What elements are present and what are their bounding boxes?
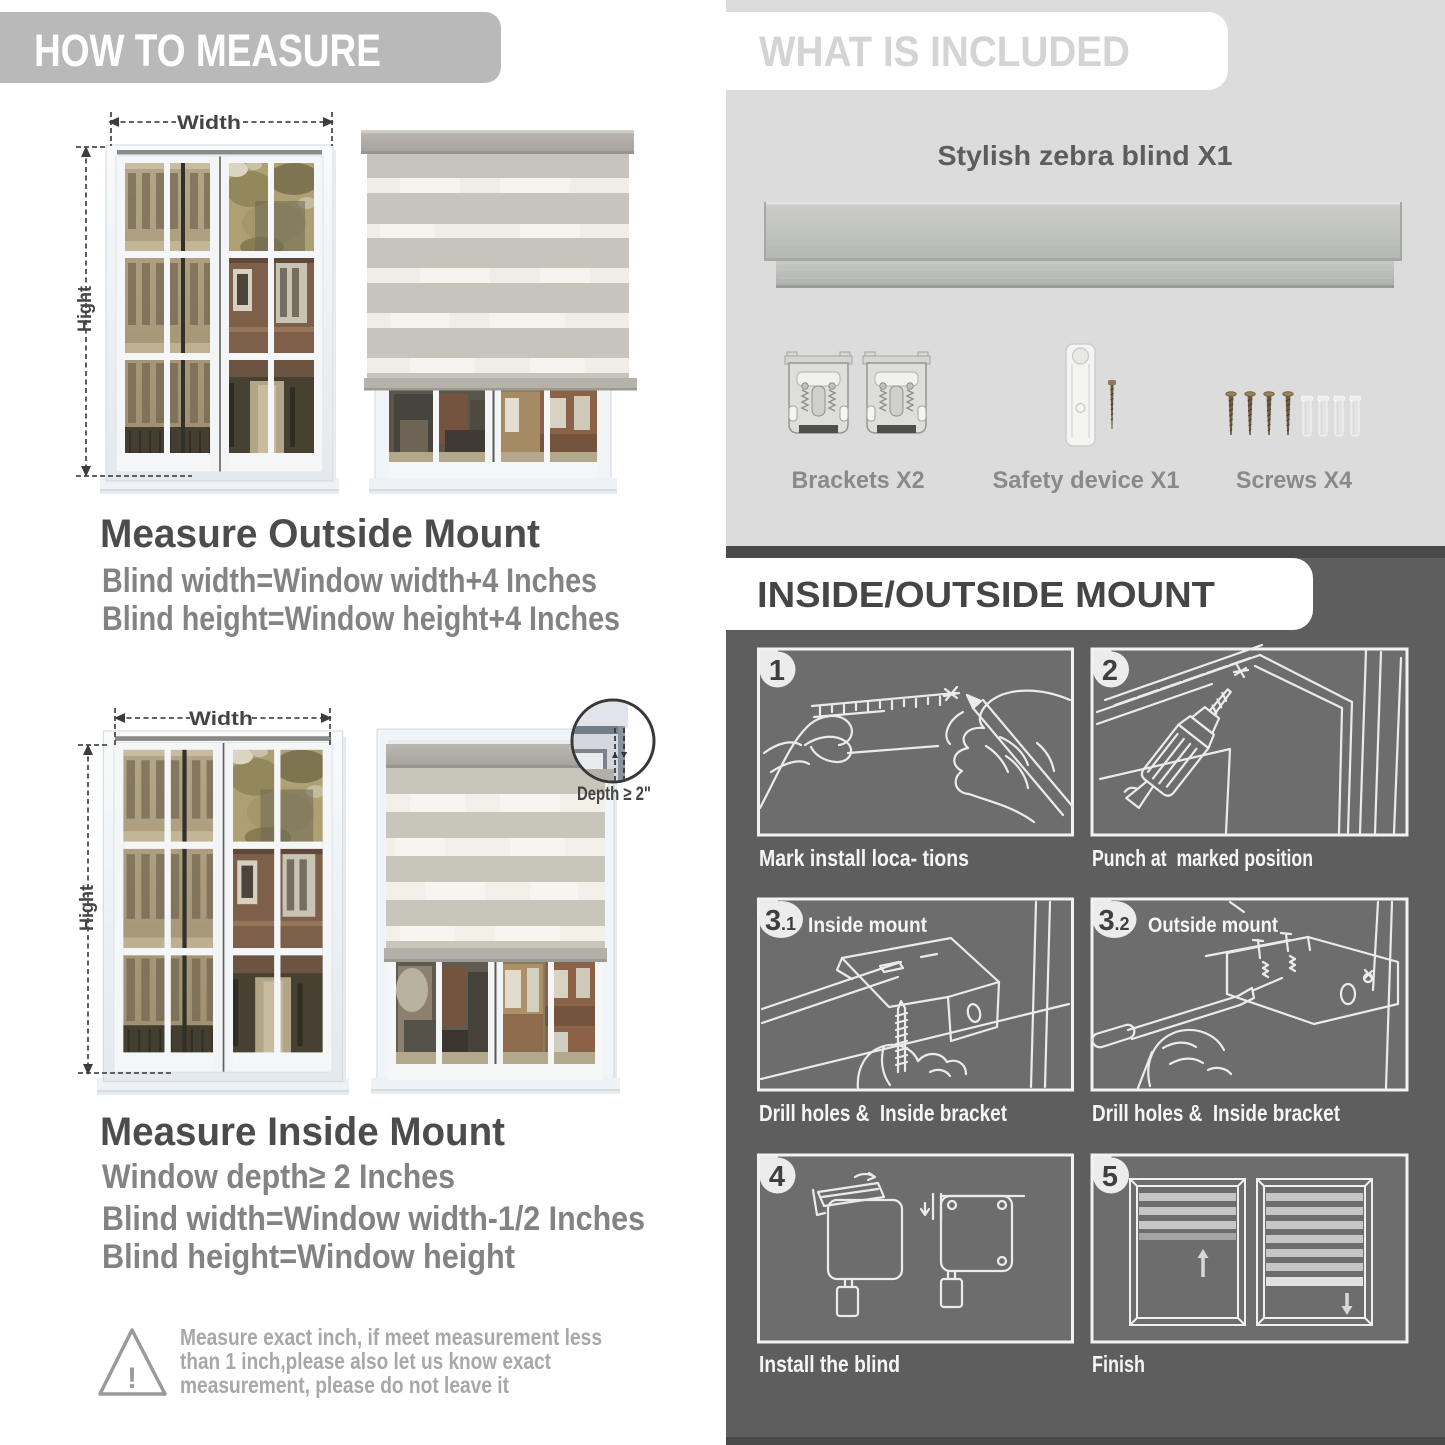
svg-text:Blind width=Window width-1/2 I: Blind width=Window width-1/2 Inches: [102, 1200, 645, 1238]
svg-text:3: 3: [1099, 905, 1115, 937]
svg-text:3: 3: [765, 905, 781, 937]
svg-text:Blind width=Window width+4 Inc: Blind width=Window width+4 Inches: [102, 562, 597, 600]
svg-text:Depth ≥ 2": Depth ≥ 2": [577, 784, 651, 805]
svg-text:Drill holes & Inside bracket: Drill holes & Inside bracket: [1092, 1100, 1340, 1126]
svg-text:Hight: Hight: [77, 884, 98, 931]
svg-text:Drill holes & Inside bracket: Drill holes & Inside bracket: [759, 1100, 1007, 1126]
svg-text:!: !: [127, 1362, 137, 1395]
svg-text:WHAT IS INCLUDED: WHAT IS INCLUDED: [759, 28, 1130, 76]
svg-text:Screws X4: Screws X4: [1236, 467, 1353, 494]
svg-text:Outside mount: Outside mount: [1148, 914, 1278, 937]
svg-text:.2: .2: [1115, 914, 1130, 934]
svg-text:Blind height=Window height: Blind height=Window height: [102, 1238, 515, 1276]
svg-text:Hight: Hight: [75, 285, 96, 332]
svg-text:Punch at marked position: Punch at marked position: [1092, 845, 1313, 871]
svg-text:Window depth≥ 2 Inches: Window depth≥ 2 Inches: [102, 1158, 455, 1196]
svg-text:Finish: Finish: [1092, 1351, 1145, 1377]
svg-text:Safety device X1: Safety device X1: [993, 467, 1180, 494]
svg-text:Brackets X2: Brackets X2: [792, 467, 925, 494]
svg-text:HOW TO MEASURE: HOW TO MEASURE: [34, 25, 381, 76]
svg-text:Blind height=Window height+4 I: Blind height=Window height+4 Inches: [102, 600, 620, 638]
svg-text:than 1 inch,please also let us: than 1 inch,please also let us know exac…: [180, 1348, 551, 1374]
svg-text:Width: Width: [189, 709, 253, 730]
svg-text:Inside mount: Inside mount: [808, 914, 927, 937]
svg-text:INSIDE/OUTSIDE MOUNT: INSIDE/OUTSIDE MOUNT: [757, 574, 1215, 615]
svg-text:1: 1: [769, 655, 785, 687]
svg-text:Stylish zebra blind X1: Stylish zebra blind X1: [938, 140, 1233, 171]
svg-text:5: 5: [1102, 1161, 1118, 1193]
svg-text:Width: Width: [177, 113, 241, 134]
svg-text:measurement, please do not lea: measurement, please do not leave it: [180, 1372, 509, 1398]
svg-text:Measure exact inch, if meet me: Measure exact inch, if meet measurement …: [180, 1324, 602, 1350]
svg-text:Measure Outside Mount: Measure Outside Mount: [100, 512, 540, 556]
svg-text:2: 2: [1102, 655, 1118, 687]
svg-text:4: 4: [769, 1161, 785, 1193]
svg-text:Measure Inside Mount: Measure Inside Mount: [100, 1110, 505, 1154]
svg-text:Install the blind: Install the blind: [759, 1351, 900, 1377]
svg-text:.1: .1: [781, 914, 796, 934]
svg-text:Mark install loca- tions: Mark install loca- tions: [759, 845, 969, 871]
